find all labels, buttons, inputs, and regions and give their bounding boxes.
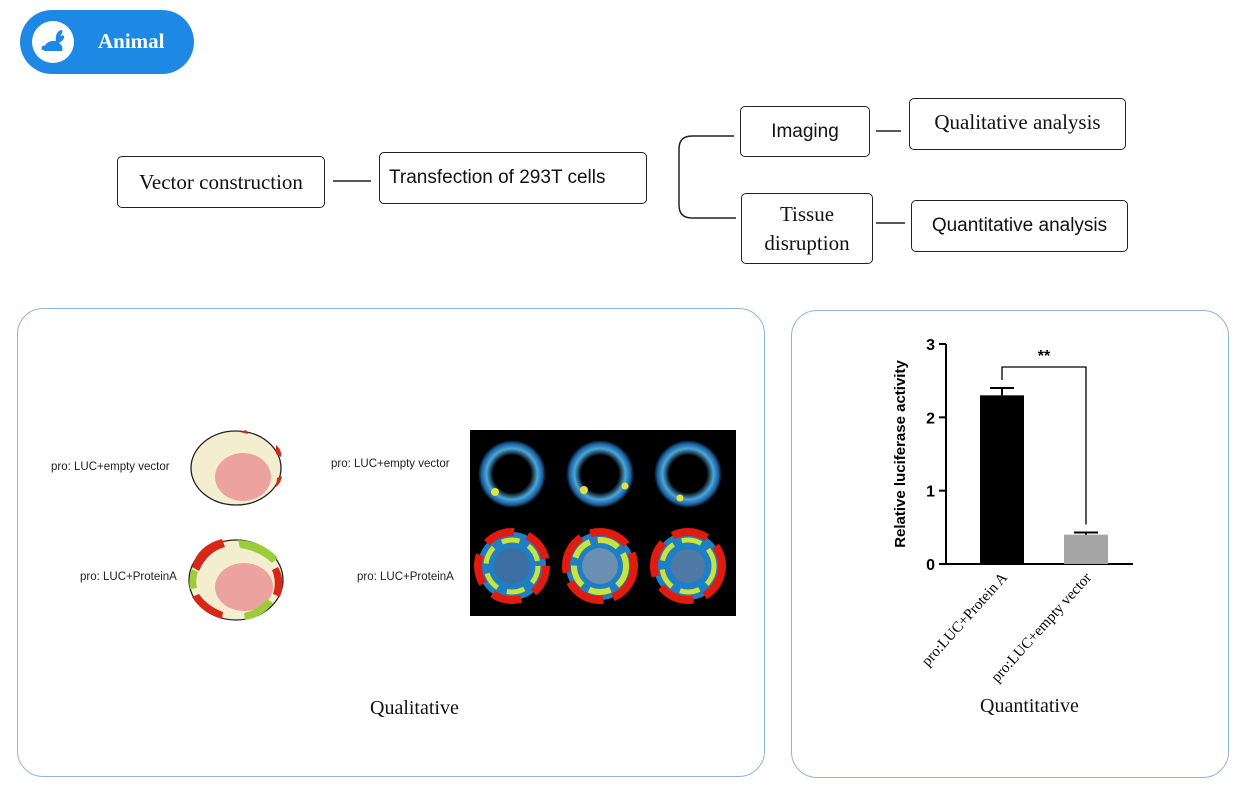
protein-a-wells [474,528,726,604]
empty-vector-wells [478,440,722,508]
tissue-disruption-text: Tissue disruption [764,202,850,255]
bar-2 [1064,534,1108,564]
significance-label: ** [1038,348,1051,365]
rabbit-icon [32,21,74,63]
qualitative-panel: pro: LUC+empty vector pro: LUC+ProteinA … [17,308,765,777]
y-tick-label: 1 [926,484,935,501]
y-tick-label: 3 [926,337,935,354]
qualitative-analysis-text: Qualitative analysis [934,110,1101,134]
qualitative-analysis-box: Qualitative analysis [909,98,1126,150]
transfection-box: Transfection of 293T cells [379,152,647,204]
imaging-box: Imaging [740,106,870,157]
animal-label: Animal [98,29,165,53]
quantitative-analysis-text: Quantitative analysis [931,215,1108,237]
label-empty-imaging: pro: LUC+empty vector [331,458,450,470]
schematic-empty-vector [190,430,282,506]
cell-schematics [188,430,284,621]
quantitative-analysis-box: Quantitative analysis [911,200,1128,252]
y-tick-label: 0 [926,557,935,574]
category-label-1: pro:LUC+Protein A [919,570,1011,670]
transfection-text: Transfection of 293T cells [389,167,606,188]
quantitative-caption: Quantitative [980,695,1079,717]
significance-bracket [1001,366,1087,525]
label-empty-schematic: pro: LUC+empty vector [51,461,170,473]
label-protein-imaging: pro: LUC+ProteinA [357,571,454,583]
qualitative-caption: Qualitative [370,697,459,719]
vector-construction-text: Vector construction [139,169,303,194]
bar-1 [980,395,1024,564]
label-protein-schematic: pro: LUC+ProteinA [80,571,177,583]
vector-construction-box: Vector construction [117,156,325,208]
y-axis-label: Relative luciferase activity [892,360,909,548]
y-tick-label: 2 [926,410,935,427]
schematic-protein-a [188,539,284,621]
tissue-disruption-box: Tissue disruption [741,193,873,264]
flow-connectors [333,130,905,224]
imaging-text: Imaging [771,121,839,142]
luminescence-imaging [470,430,736,616]
animal-badge: Animal [20,10,194,74]
